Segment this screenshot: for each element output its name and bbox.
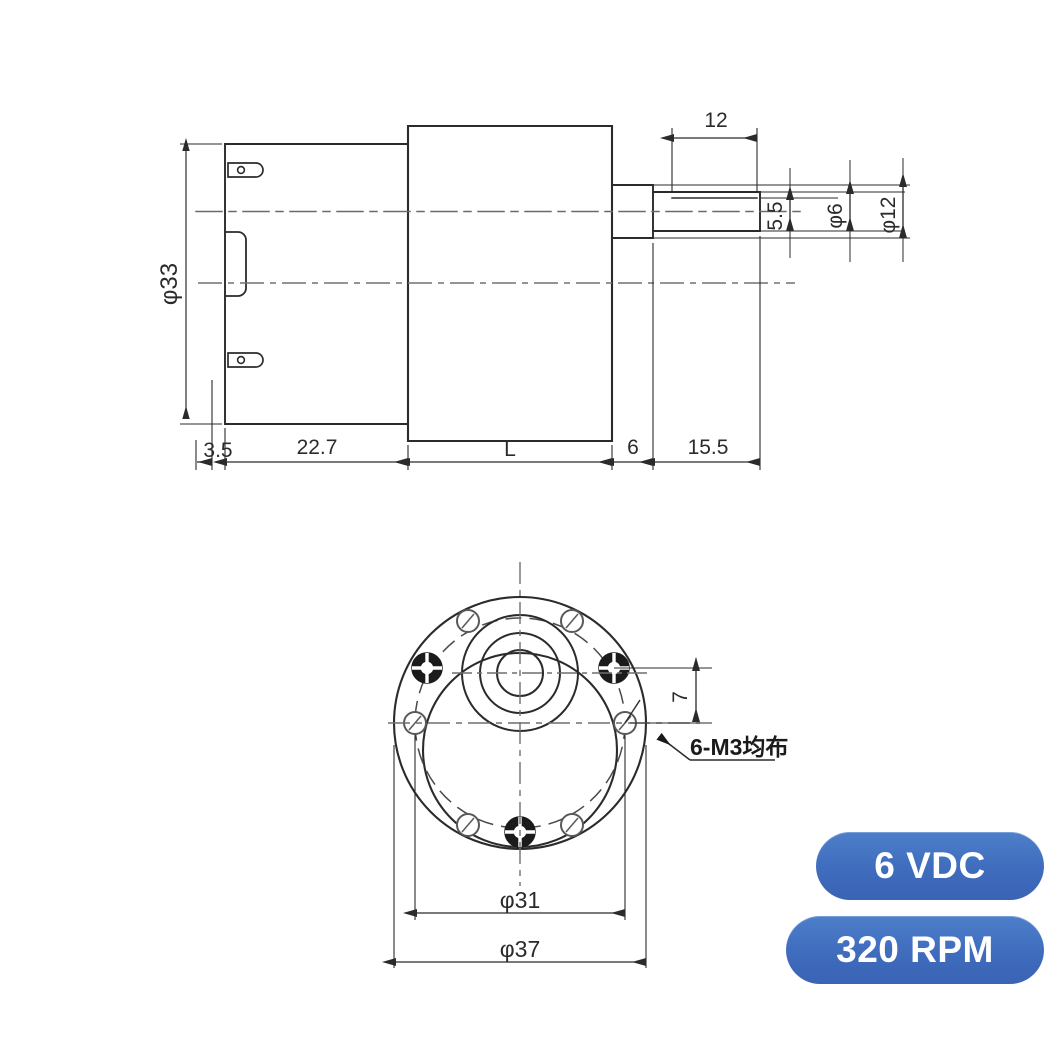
hole-light <box>560 813 584 837</box>
hole-light <box>560 609 584 633</box>
badge-speed-label: 320 RPM <box>836 929 994 970</box>
dim-label-dia6: φ6 <box>824 203 847 228</box>
dim-chain-end-view <box>381 735 647 968</box>
dim-label-dia31: φ31 <box>500 887 541 913</box>
thread-callout-leader <box>624 699 775 761</box>
end-view-centerlines <box>388 562 700 886</box>
dim-label-dia37: φ37 <box>500 936 541 962</box>
motor-body-outline <box>224 143 409 425</box>
spec-badges: 6 VDC 320 RPM <box>786 832 1044 984</box>
dim-right-group <box>653 158 910 262</box>
badge-voltage[interactable]: 6 VDC <box>816 832 1044 900</box>
gearbox-body-outline <box>406 124 614 443</box>
dim-label-3-5: 3.5 <box>203 439 232 462</box>
dim-label-6: 6 <box>627 436 639 459</box>
hole-light <box>456 813 480 837</box>
dim-label-dia12: φ12 <box>877 197 900 234</box>
dim-label-12: 12 <box>704 109 727 132</box>
dim-dia33 <box>180 137 222 425</box>
mounting-holes-light <box>403 609 637 837</box>
terminal-tab-upper <box>227 162 264 178</box>
hole-light <box>456 609 480 633</box>
dim-label-22-7: 22.7 <box>297 436 338 459</box>
dim-label-7: 7 <box>669 691 692 703</box>
dim-label-15-5: 15.5 <box>688 436 729 459</box>
dim-label-5-5: 5.5 <box>764 201 787 230</box>
dim-label-L: L <box>504 438 516 461</box>
hole-m3 <box>411 652 443 684</box>
dim-7 <box>614 656 712 724</box>
terminal-tab-lower <box>227 352 264 368</box>
dim-chain-bottom <box>195 236 761 470</box>
thread-callout-label: 6-M3均布 <box>690 734 788 760</box>
rear-connector-block <box>225 231 247 297</box>
badge-speed[interactable]: 320 RPM <box>786 916 1044 984</box>
dim-12 <box>659 128 758 192</box>
dim-label-dia33: φ33 <box>156 263 183 305</box>
badge-voltage-label: 6 VDC <box>874 845 986 886</box>
